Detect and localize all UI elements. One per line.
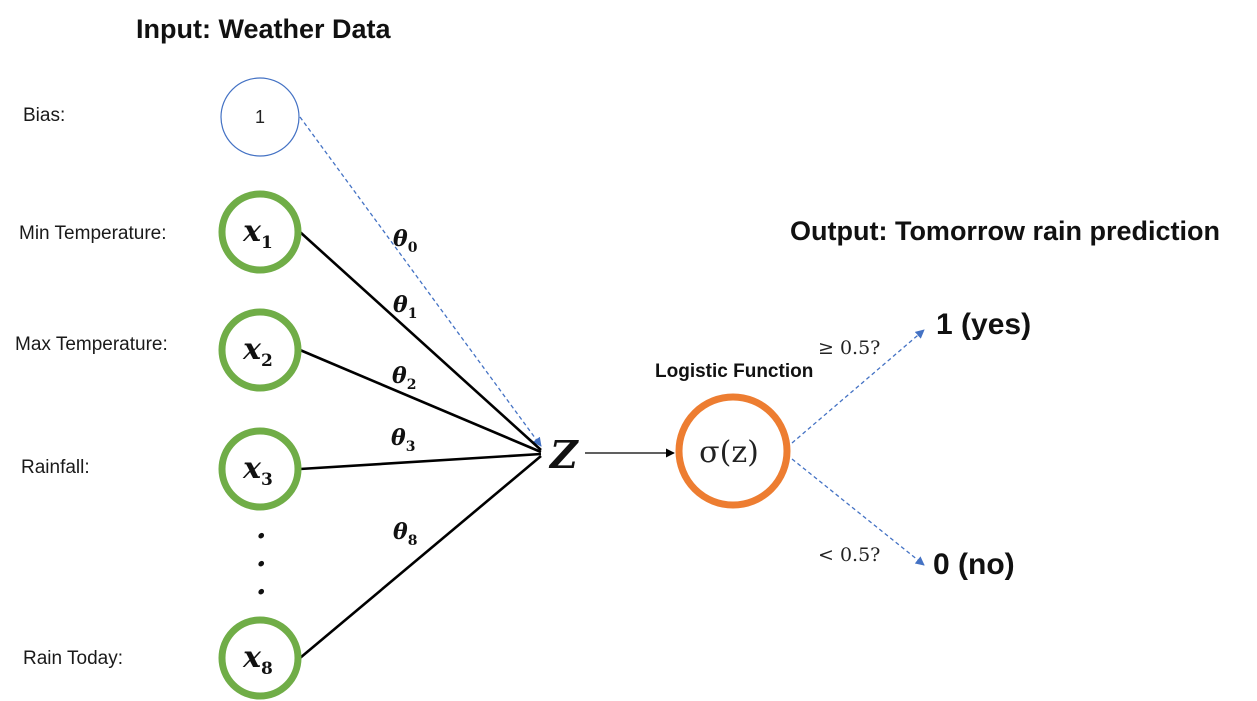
feature-var-x1: x: [242, 214, 262, 249]
weight-label-theta1: θ1: [393, 292, 417, 322]
outcome-yes: 1 (yes): [936, 308, 1031, 341]
feature-node-x1: x1: [218, 190, 302, 274]
no-branch-arrow: [791, 458, 925, 566]
feature-sub-x2: 2: [261, 351, 273, 371]
threshold-high: ≥ 0.5?: [818, 337, 880, 359]
feature-label-rainfall: Rainfall:: [21, 457, 90, 478]
feature-node-x8: x8: [218, 616, 302, 700]
ellipsis-dot-1: .: [256, 511, 266, 546]
svg-text:x1: x1: [242, 214, 273, 253]
bias-node: 1: [220, 77, 300, 157]
weight-label-theta8: θ8: [393, 519, 417, 549]
weight-line-x8: [299, 455, 542, 659]
feature-label-max-temperature: Max Temperature:: [15, 334, 168, 355]
feature-sub-x8: 8: [261, 659, 273, 679]
threshold-low: < 0.5?: [818, 544, 880, 566]
output-heading: Output: Tomorrow rain prediction: [790, 216, 1220, 246]
svg-text:x3: x3: [242, 451, 273, 490]
feature-label-min-temperature: Min Temperature:: [19, 223, 167, 244]
bias-value: 1: [255, 107, 265, 127]
svg-text:x2: x2: [242, 332, 273, 371]
feature-sub-x1: 1: [261, 233, 273, 253]
weight-line-x1: [299, 231, 542, 451]
weight-label-theta3: θ3: [391, 425, 415, 455]
bias-label: Bias:: [23, 105, 65, 126]
logistic-node: σ(z): [675, 393, 791, 509]
feature-label-rain-today: Rain Today:: [23, 648, 123, 669]
logistic-function-label: Logistic Function: [655, 361, 813, 382]
feature-sub-x3: 3: [261, 470, 273, 490]
input-heading: Input: Weather Data: [136, 14, 392, 44]
feature-var-x3: x: [242, 451, 262, 486]
ellipsis-dot-3: .: [256, 567, 266, 602]
svg-text:x8: x8: [242, 640, 273, 679]
feature-var-x8: x: [242, 640, 262, 675]
feature-node-x2: x2: [218, 308, 302, 392]
weight-line-x2: [299, 348, 542, 454]
weight-label-theta2: θ2: [392, 363, 416, 393]
weight-line-x3: [299, 452, 542, 471]
outcome-no: 0 (no): [933, 548, 1015, 581]
logistic-formula: σ(z): [699, 435, 759, 470]
weight-label-theta0: θ0: [393, 226, 418, 256]
ellipsis-dot-2: .: [256, 539, 266, 574]
yes-branch-arrow: [791, 329, 925, 444]
feature-node-x3: x3: [218, 427, 302, 511]
feature-var-x2: x: [242, 332, 262, 367]
bias-weight-line: [299, 116, 542, 447]
sum-node-z: Z: [548, 432, 579, 477]
